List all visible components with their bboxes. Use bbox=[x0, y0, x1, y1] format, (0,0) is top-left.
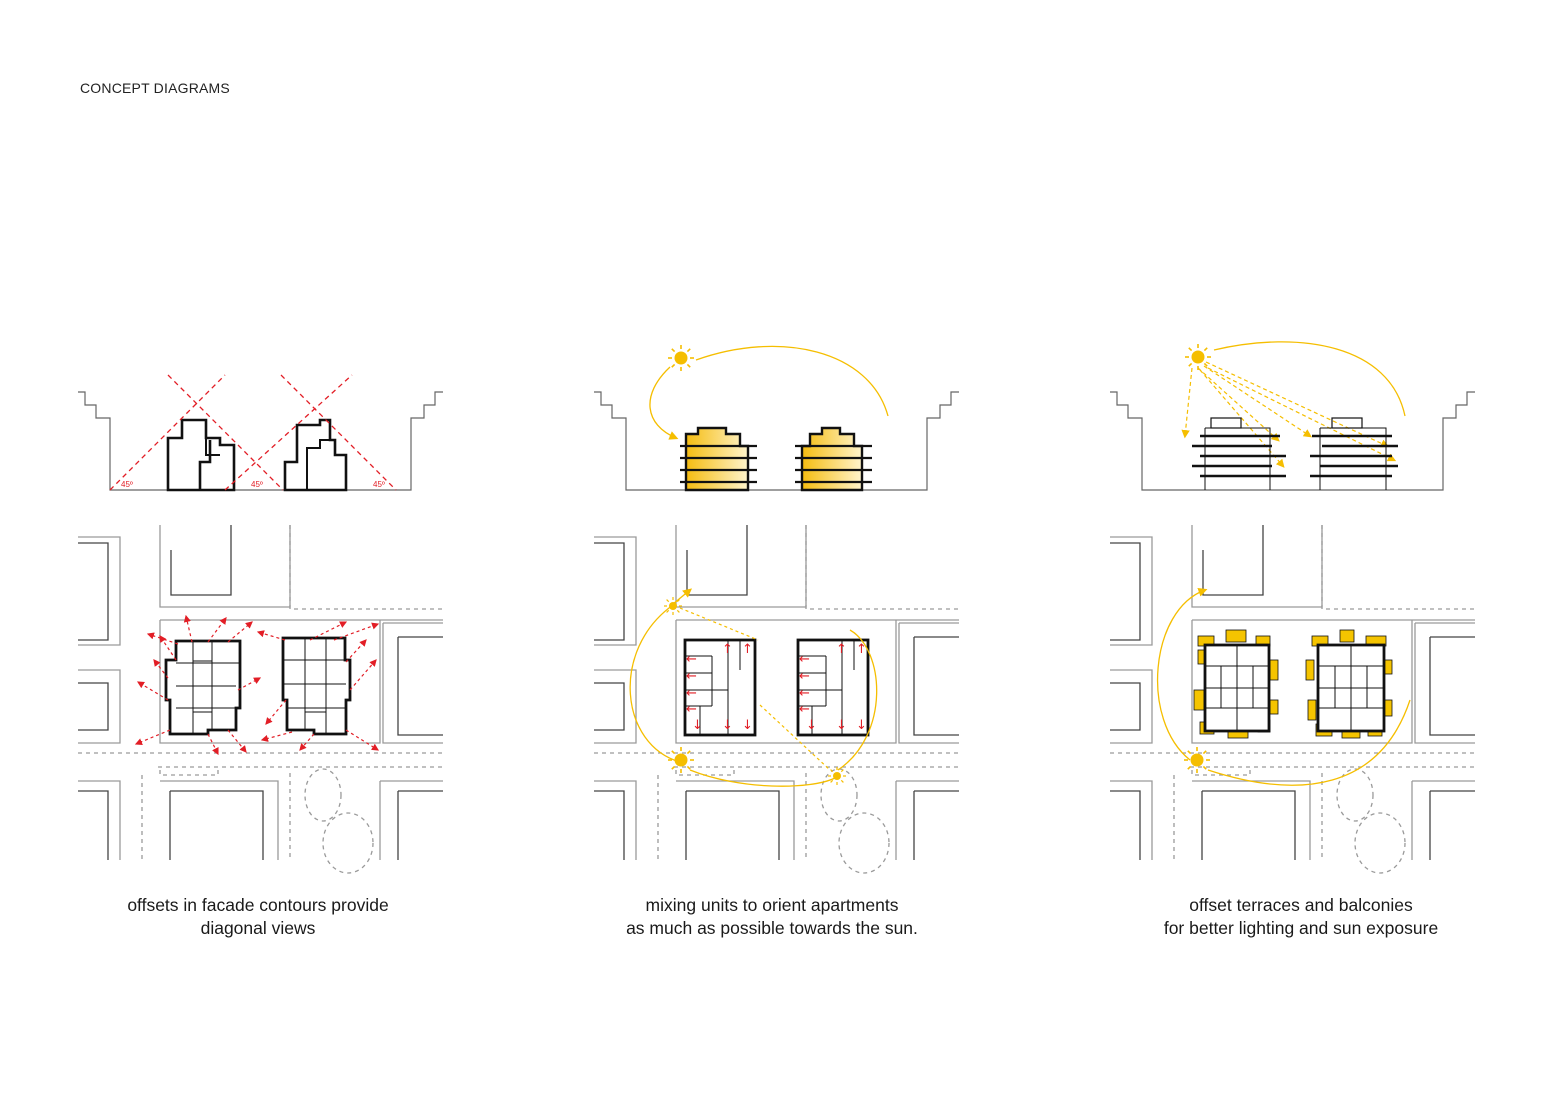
svg-text:↓: ↓ bbox=[836, 718, 847, 733]
svg-text:←: ← bbox=[686, 669, 697, 684]
section-terraced-buildings bbox=[1192, 417, 1398, 490]
svg-text:←: ← bbox=[799, 669, 810, 684]
diagonal-view-lines bbox=[109, 374, 397, 491]
caption-line: offsets in facade contours provide bbox=[127, 895, 389, 915]
plan-building-1 bbox=[164, 639, 242, 736]
svg-text:↑: ↑ bbox=[742, 642, 753, 657]
svg-text:↑: ↑ bbox=[856, 642, 867, 657]
caption-line: for better lighting and sun exposure bbox=[1163, 918, 1439, 938]
svg-text:↓: ↓ bbox=[742, 718, 753, 733]
sun-icon bbox=[827, 766, 847, 786]
plan-building-1 bbox=[1203, 643, 1271, 733]
sun-icon bbox=[667, 344, 695, 372]
angle-label: 45º bbox=[121, 480, 133, 489]
orient-arrow-icon: ←←←← ↑↑ ↓↓↓ ←←←← ↑↑ ↓↓↓ bbox=[686, 642, 867, 733]
caption-line: mixing units to orient apartments bbox=[645, 895, 899, 915]
panel-terraces-balconies bbox=[1109, 341, 1476, 874]
svg-text:↑: ↑ bbox=[836, 642, 847, 657]
plan-building-2 bbox=[1316, 643, 1386, 733]
caption-line: as much as possible towards the sun. bbox=[626, 918, 918, 938]
angle-label: 45º bbox=[373, 480, 385, 489]
svg-text:↓: ↓ bbox=[692, 718, 703, 733]
plan-building-2 bbox=[281, 636, 352, 736]
caption-sun-orientation: mixing units to orient apartments as muc… bbox=[562, 894, 982, 940]
panel-diagonal-views: 45º 45º 45º bbox=[77, 374, 444, 874]
svg-text:↓: ↓ bbox=[806, 718, 817, 733]
svg-text:←: ← bbox=[799, 652, 810, 667]
sun-icon bbox=[1184, 343, 1212, 371]
svg-text:↑: ↑ bbox=[722, 642, 733, 657]
panel-sun-orientation: ←←←← ↑↑ ↓↓↓ ←←←← ↑↑ ↓↓↓ bbox=[593, 344, 960, 874]
svg-text:←: ← bbox=[686, 686, 697, 701]
sun-icon bbox=[1183, 746, 1211, 774]
section-building-2 bbox=[283, 418, 348, 492]
view-arrow-icon bbox=[134, 614, 380, 756]
svg-text:↓: ↓ bbox=[856, 718, 867, 733]
sun-path bbox=[649, 366, 679, 440]
svg-text:←: ← bbox=[799, 702, 810, 717]
svg-text:←: ← bbox=[686, 652, 697, 667]
sun-icon bbox=[663, 596, 683, 616]
caption-line: diagonal views bbox=[200, 918, 316, 938]
caption-diagonal-views: offsets in facade contours provide diago… bbox=[48, 894, 468, 940]
plan-building-1 bbox=[683, 638, 757, 737]
section-building-1 bbox=[166, 418, 236, 492]
plan-building-2 bbox=[796, 638, 870, 737]
page-title: CONCEPT DIAGRAMS bbox=[80, 80, 230, 96]
svg-text:↓: ↓ bbox=[722, 718, 733, 733]
section-building-sunlit bbox=[680, 426, 872, 492]
svg-text:←: ← bbox=[686, 702, 697, 717]
caption-line: offset terraces and balconies bbox=[1189, 895, 1413, 915]
sun-icon bbox=[667, 746, 695, 774]
caption-terraces-balconies: offset terraces and balconies for better… bbox=[1091, 894, 1511, 940]
angle-label: 45º bbox=[251, 480, 263, 489]
svg-text:←: ← bbox=[799, 686, 810, 701]
